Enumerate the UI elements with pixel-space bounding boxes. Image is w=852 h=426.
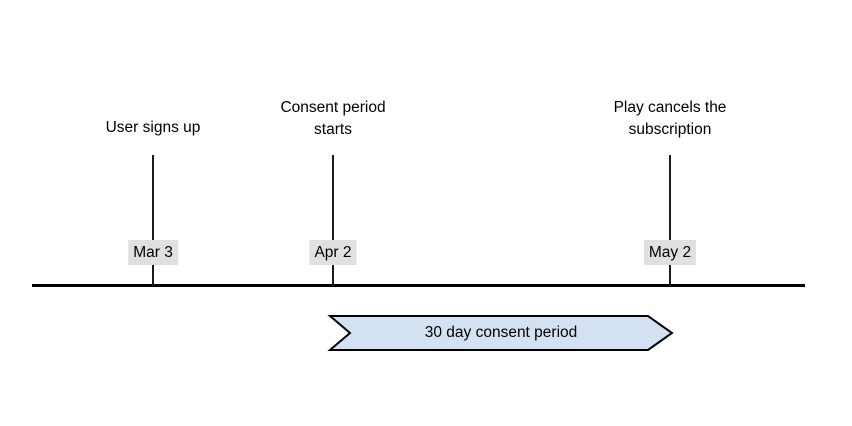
banner-arrow-shape bbox=[327, 315, 674, 351]
event-label-play-cancel: Play cancels the subscription bbox=[613, 99, 727, 138]
timeline-axis bbox=[32, 284, 805, 287]
marker-stem-signup bbox=[152, 155, 154, 286]
marker-stem-consent-start bbox=[332, 155, 334, 286]
consent-period-banner: 30 day consent period bbox=[327, 315, 674, 351]
date-chip-consent-start: Apr 2 bbox=[309, 240, 357, 265]
banner-arrow-polygon bbox=[327, 315, 674, 351]
date-chip-signup: Mar 3 bbox=[128, 240, 178, 265]
date-chip-play-cancel: May 2 bbox=[643, 240, 697, 265]
event-label-signup: User signs up bbox=[105, 119, 201, 136]
marker-stem-play-cancel bbox=[669, 155, 671, 286]
event-label-consent-start: Consent period starts bbox=[280, 99, 386, 138]
